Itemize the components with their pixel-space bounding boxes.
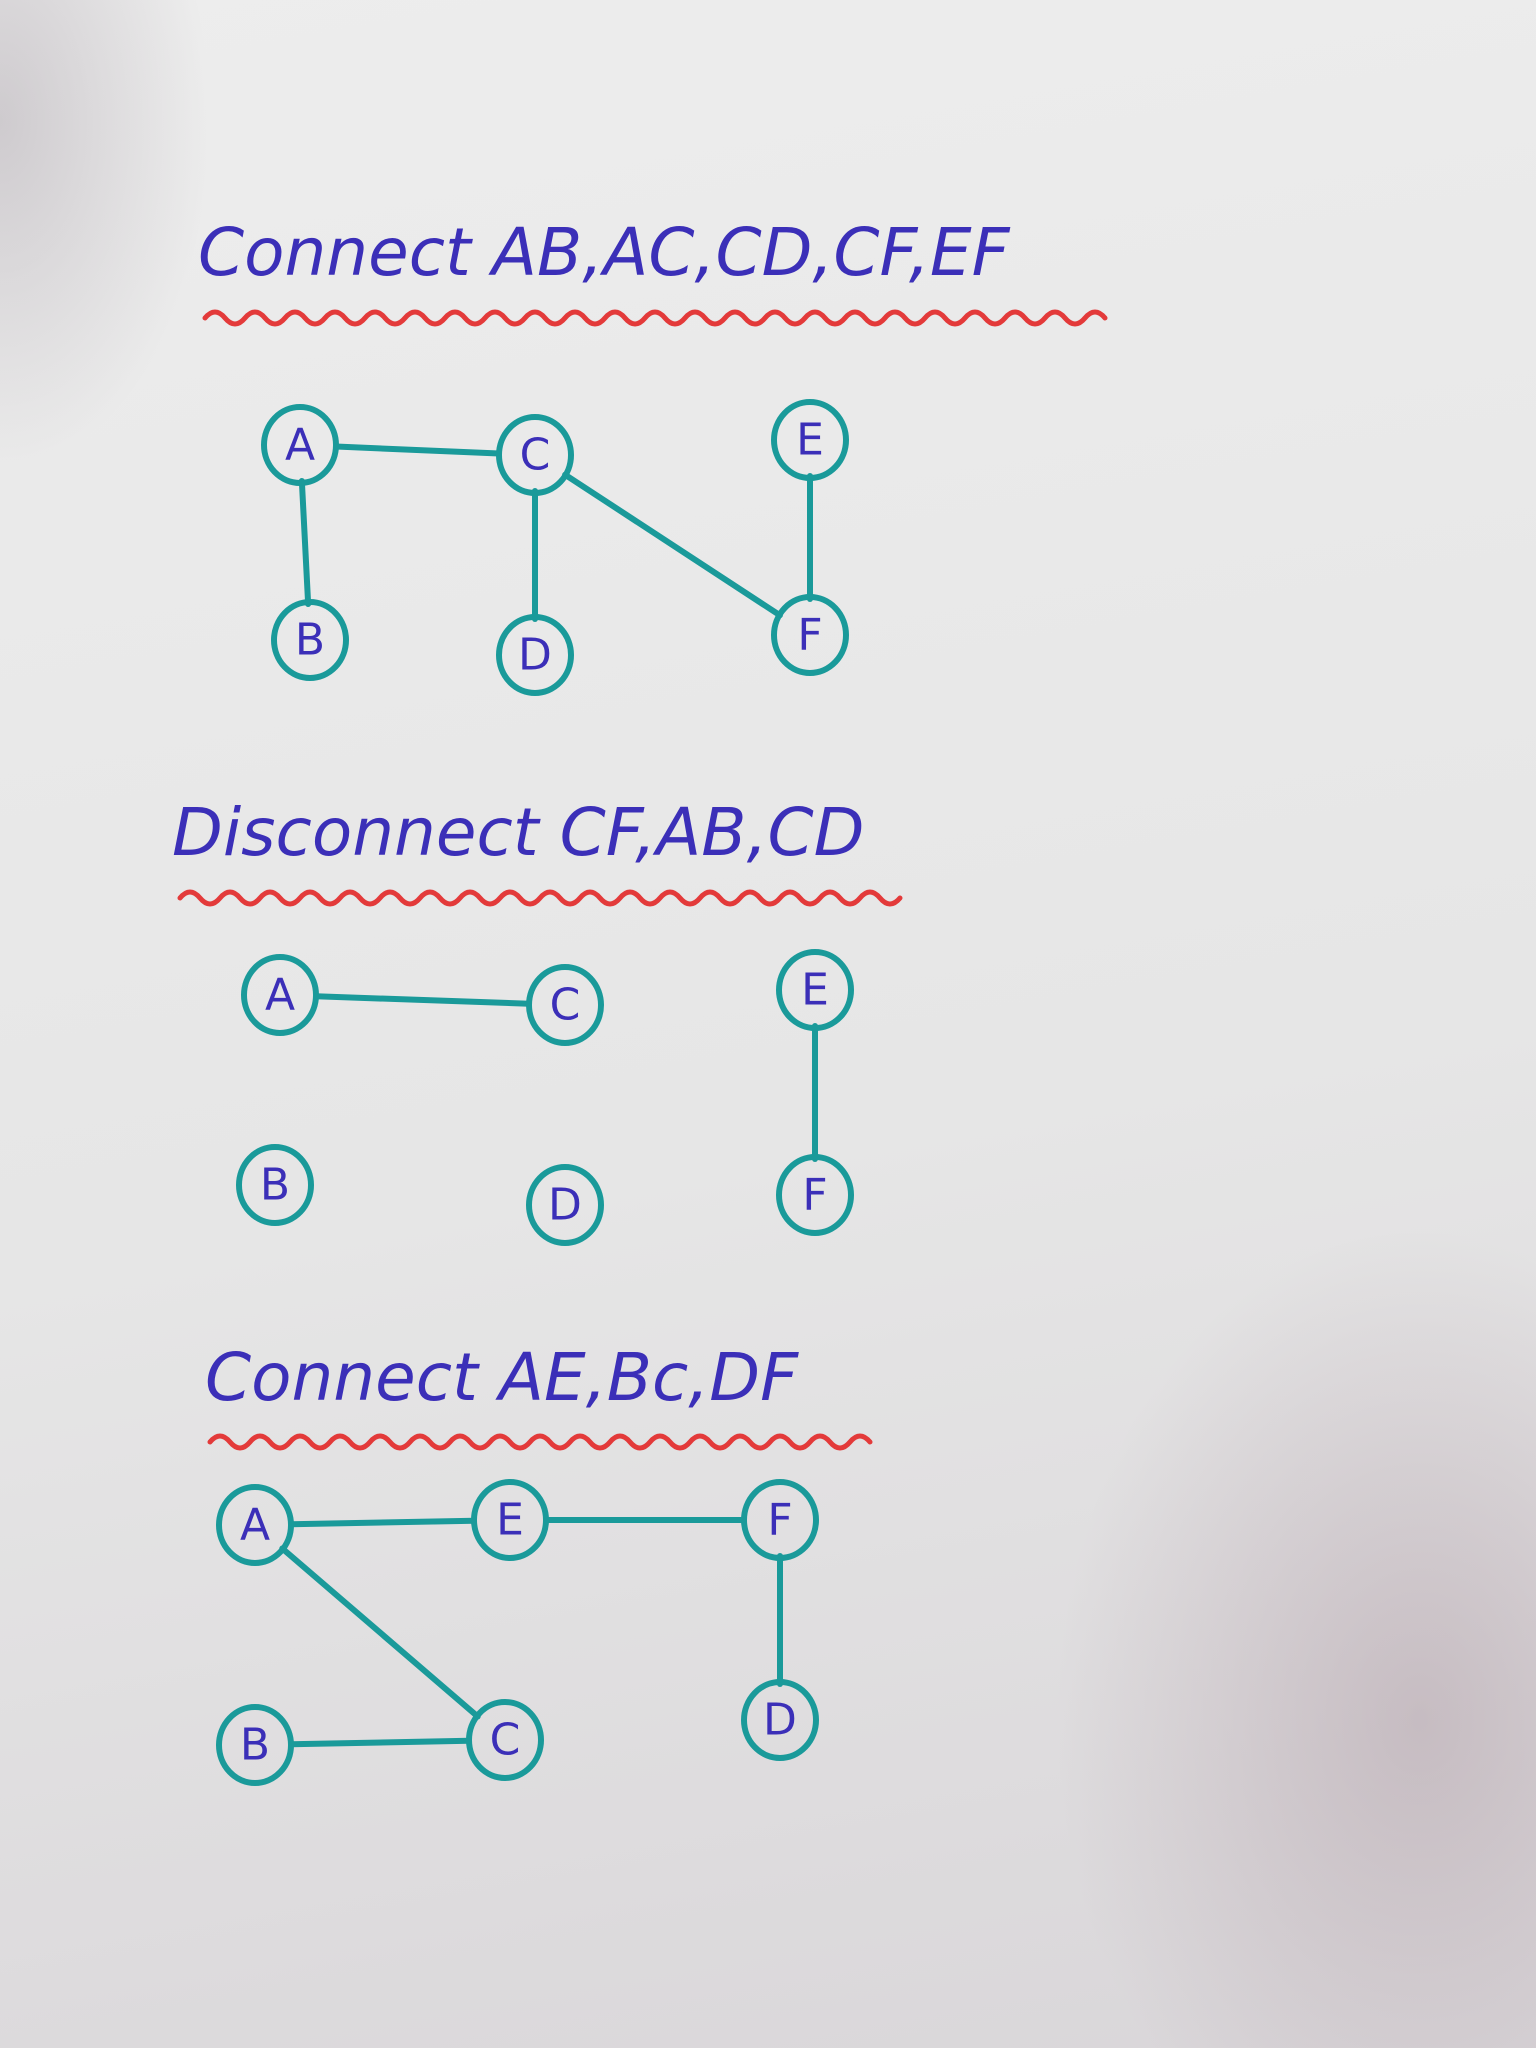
node-C-circle — [496, 414, 574, 496]
step-1: Connect AB,AC,CD,CF,EF A B C D E F — [198, 214, 1108, 696]
node-F: F — [771, 594, 849, 676]
node-D-circle — [496, 614, 574, 696]
node-D: D — [496, 614, 574, 696]
node-F: F — [741, 1479, 819, 1561]
node-E-label: E — [796, 415, 824, 466]
node-B-circle — [271, 599, 349, 681]
node-A: A — [261, 404, 339, 486]
node-C-circle — [466, 1699, 544, 1781]
node-C: C — [526, 964, 604, 1046]
step-2-edges — [312, 993, 818, 1162]
step-1-edges — [298, 443, 813, 622]
node-F: F — [776, 1154, 854, 1236]
node-B: B — [216, 1704, 294, 1786]
node-A-label: A — [285, 420, 315, 471]
step-1-underline — [202, 309, 1108, 327]
node-C-label: C — [520, 430, 551, 481]
step-3-underline — [207, 1433, 873, 1451]
node-A-circle — [261, 404, 339, 486]
step-3-nodes: A B C D E F — [216, 1479, 819, 1786]
node-F-circle — [771, 594, 849, 676]
node-A-circle — [241, 954, 319, 1036]
edge-AC — [332, 443, 503, 457]
node-A: A — [216, 1484, 294, 1566]
node-B: B — [236, 1144, 314, 1226]
node-B-label: B — [260, 1160, 290, 1211]
node-E: E — [471, 1479, 549, 1561]
edge-AC — [312, 993, 533, 1007]
node-D: D — [741, 1679, 819, 1761]
node-B-label: B — [295, 615, 325, 666]
edge-BC — [287, 1737, 473, 1748]
node-D: D — [526, 1164, 604, 1246]
step-2: Disconnect CF,AB,CD A B C D E F — [172, 794, 903, 1246]
node-C: C — [466, 1699, 544, 1781]
edge-AE — [287, 1517, 478, 1528]
node-C-circle — [526, 964, 604, 1046]
node-B: B — [271, 599, 349, 681]
step-1-heading: Connect AB,AC,CD,CF,EF — [198, 214, 1011, 291]
node-E-circle — [771, 399, 849, 481]
node-C: C — [496, 414, 574, 496]
step-2-nodes: A B C D E F — [236, 949, 854, 1246]
node-F-circle — [741, 1479, 819, 1561]
node-F-label: F — [802, 1170, 827, 1221]
edge-AB — [298, 477, 312, 608]
node-A: A — [241, 954, 319, 1036]
node-D-label: D — [548, 1180, 582, 1231]
node-E-circle — [776, 949, 854, 1031]
step-2-heading: Disconnect CF,AB,CD — [172, 794, 864, 871]
node-F-label: F — [797, 610, 822, 661]
edge-AC — [279, 1545, 481, 1720]
node-F-circle — [776, 1154, 854, 1236]
node-D-circle — [526, 1164, 604, 1246]
node-E-circle — [471, 1479, 549, 1561]
node-E-label: E — [496, 1495, 524, 1546]
node-A-circle — [216, 1484, 294, 1566]
node-C-label: C — [490, 1715, 521, 1766]
node-E-label: E — [801, 965, 829, 1016]
node-D-circle — [741, 1679, 819, 1761]
node-B-circle — [216, 1704, 294, 1786]
node-B-label: B — [240, 1720, 270, 1771]
step-2-underline — [177, 889, 903, 907]
node-F-label: F — [767, 1495, 792, 1546]
step-3-heading: Connect AE,Bc,DF — [205, 1339, 799, 1416]
node-A-label: A — [240, 1500, 270, 1551]
node-A-label: A — [265, 970, 295, 1021]
step-3: Connect AE,Bc,DF A B C D E F — [205, 1339, 873, 1786]
node-D-label: D — [518, 630, 552, 681]
step-3-edges — [279, 1517, 783, 1748]
node-C-label: C — [550, 980, 581, 1031]
node-E: E — [771, 399, 849, 481]
node-B-circle — [236, 1144, 314, 1226]
node-D-label: D — [763, 1695, 797, 1746]
edge-CF — [562, 471, 783, 619]
node-E: E — [776, 949, 854, 1031]
step-1-nodes: A B C D E F — [261, 399, 849, 696]
